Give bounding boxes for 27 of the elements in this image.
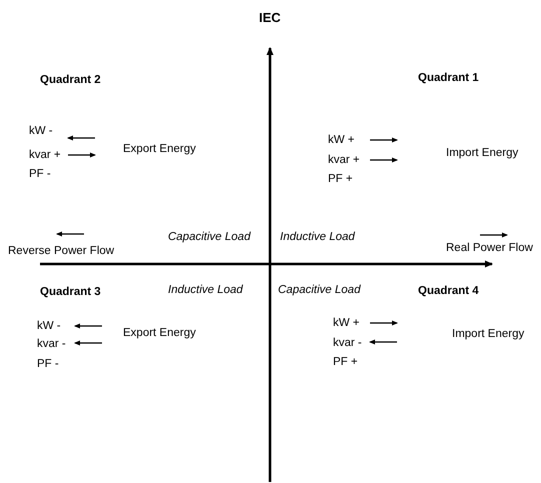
heading-label: Quadrant 1	[418, 71, 479, 86]
text-label: Import Energy	[452, 327, 524, 342]
load-label: Inductive Load	[168, 283, 243, 298]
heading-label: Quadrant 4	[418, 284, 479, 299]
text-label: kvar +	[328, 153, 360, 168]
heading-label: Quadrant 2	[40, 73, 101, 88]
text-label: Import Energy	[446, 146, 518, 161]
text-label: Export Energy	[123, 142, 196, 157]
text-label: PF +	[328, 172, 353, 187]
load-label: Capacitive Load	[168, 230, 250, 245]
text-label: Real Power Flow	[446, 241, 533, 256]
load-label: Inductive Load	[280, 230, 355, 245]
text-label: PF -	[29, 167, 51, 182]
text-label: kW +	[328, 133, 355, 148]
text-label: kvar -	[333, 336, 362, 351]
heading-label: Quadrant 3	[40, 285, 101, 300]
text-label: kvar +	[29, 148, 61, 163]
text-label: kW -	[29, 124, 53, 139]
diagram-title: IEC	[259, 10, 281, 26]
text-label: kvar -	[37, 337, 66, 352]
text-label: Export Energy	[123, 326, 196, 341]
text-label: Reverse Power Flow	[8, 244, 114, 259]
load-label: Capacitive Load	[278, 283, 360, 298]
text-label: PF -	[37, 357, 59, 372]
text-label: PF +	[333, 355, 358, 370]
text-label: kW +	[333, 316, 360, 331]
text-label: kW -	[37, 319, 61, 334]
